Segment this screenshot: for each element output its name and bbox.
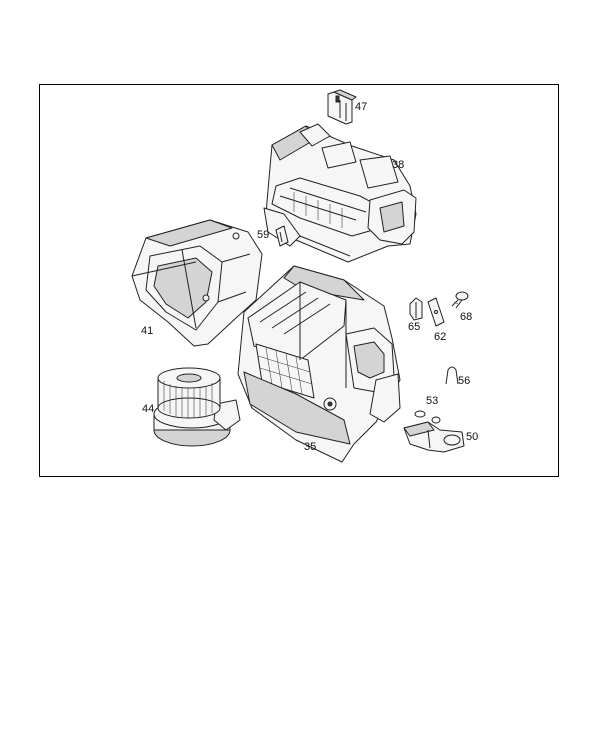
part-35-main-housing [237, 265, 401, 463]
part-53-o-ring [414, 410, 426, 418]
label-part-59: 59 [257, 229, 270, 241]
label-part-47: 47 [355, 101, 368, 113]
label-part-65: 65 [408, 321, 421, 333]
part-38-distribution-housing [263, 123, 417, 263]
part-47-resistor [327, 89, 357, 125]
label-part-35: 35 [304, 441, 317, 453]
label-part-68: 68 [460, 311, 473, 323]
label-part-50: 50 [466, 431, 479, 443]
label-part-44: 44 [142, 403, 155, 415]
part-62-plate [427, 297, 445, 327]
part-65-clip [409, 297, 423, 321]
part-50-actuator [403, 416, 465, 453]
part-56-spring-clip [445, 366, 459, 385]
part-44-blower-motor [153, 367, 241, 447]
label-part-41: 41 [141, 325, 154, 337]
label-part-62: 62 [434, 331, 447, 343]
diagram-frame [39, 84, 559, 477]
part-41-filter-cover [131, 219, 263, 347]
label-part-53: 53 [426, 395, 439, 407]
part-59-clip [275, 225, 289, 247]
label-part-38: 38 [392, 159, 405, 171]
label-part-56: 56 [458, 375, 471, 387]
part-68-screw [451, 291, 469, 309]
